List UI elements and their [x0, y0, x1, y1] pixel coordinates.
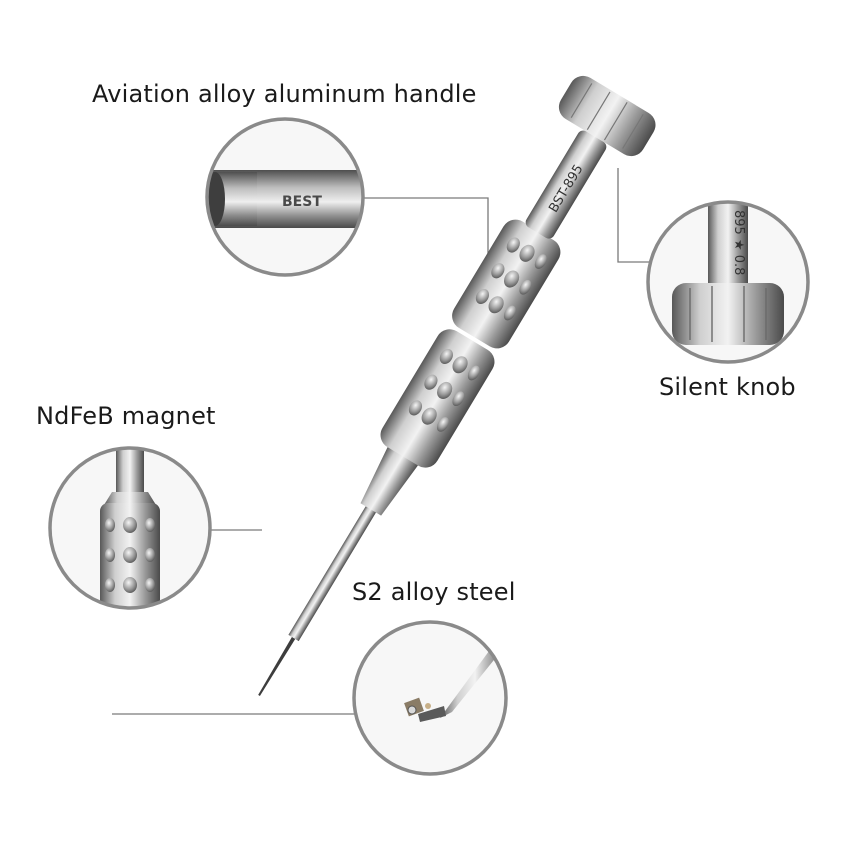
screwdriver: BST-895: [258, 75, 656, 696]
label-magnet: NdFeB magnet: [36, 402, 216, 430]
knob-ridges: [570, 83, 644, 149]
screwdriver-tip: [258, 632, 298, 696]
handle-neck: [525, 130, 607, 239]
label-handle: Aviation alloy aluminum handle: [92, 80, 477, 108]
handle-brand-engraving: BEST: [282, 194, 322, 210]
screwdriver-shaft: [288, 502, 379, 642]
grip-lower: [380, 329, 495, 468]
detail-circle-steel: [352, 620, 508, 776]
leader-line-knob: [617, 168, 650, 263]
label-knob: Silent knob: [659, 373, 796, 401]
detail-circle-handle: BEST: [205, 117, 365, 277]
silent-knob: [558, 75, 656, 157]
detail-circle-magnet: [48, 446, 212, 610]
screwdriver-collet: [360, 444, 420, 516]
leader-line-handle: [345, 197, 489, 290]
label-steel: S2 alloy steel: [352, 578, 516, 606]
leader-lines: [112, 168, 650, 715]
grip-dimples: [408, 237, 547, 432]
detail-circle-knob: 895 ★ 0.8: [646, 200, 810, 364]
knob-engraving: 895 ★ 0.8: [731, 210, 746, 275]
